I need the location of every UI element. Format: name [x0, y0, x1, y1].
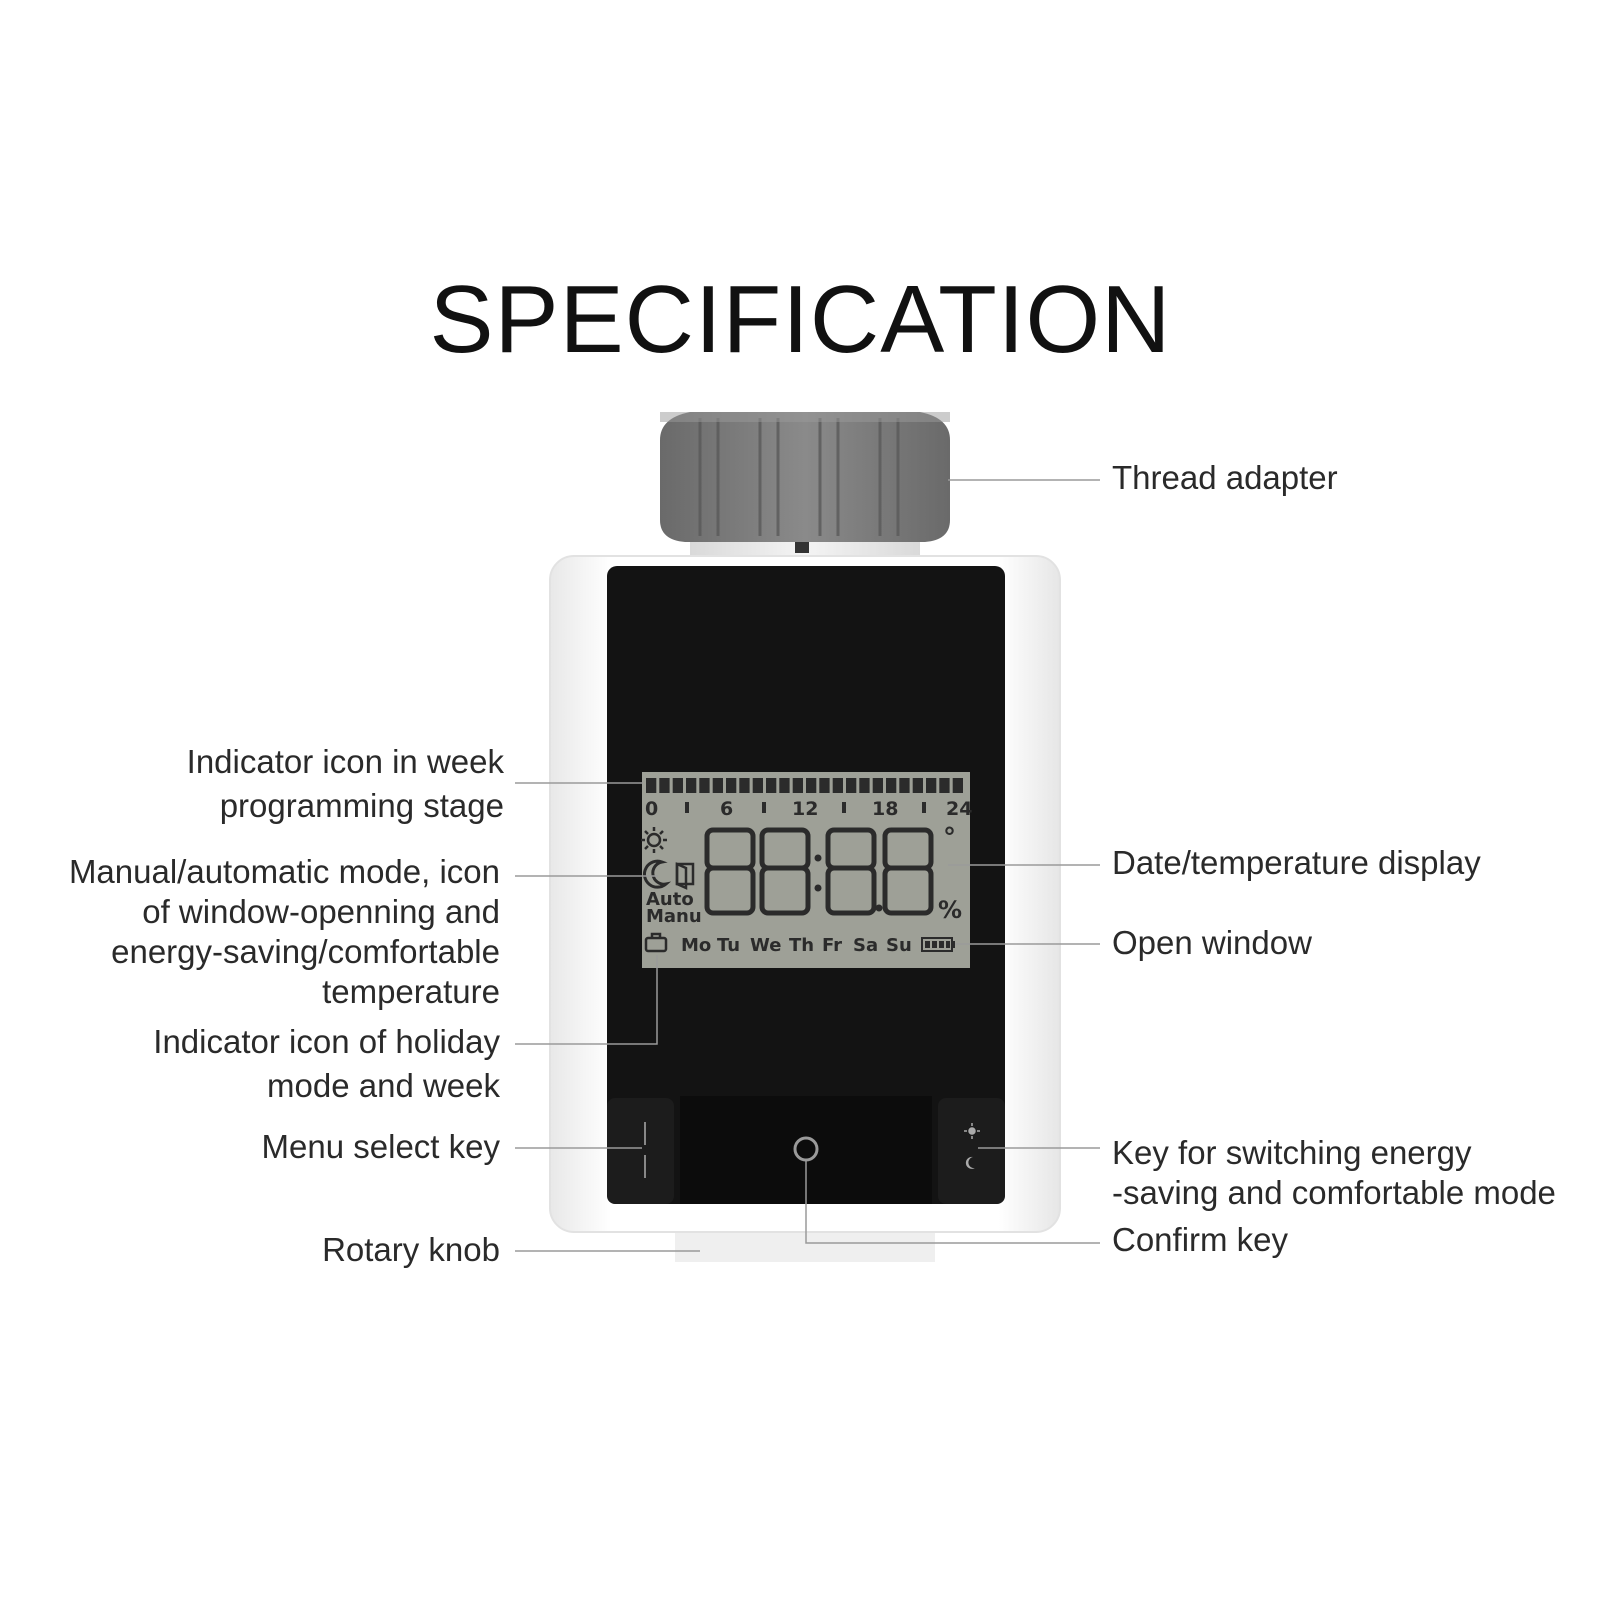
- hour-segment: [686, 778, 697, 793]
- label-open-window: Open window: [1112, 924, 1312, 961]
- sun-icon: [641, 827, 667, 853]
- label-indicator-week: Indicator icon in week programming stage: [186, 743, 504, 824]
- button-row: [607, 1096, 1005, 1204]
- day-fr: Fr: [822, 935, 842, 956]
- day-th: Th: [789, 935, 814, 956]
- hour-label-0: 0: [645, 798, 658, 820]
- label-holiday-mode: Indicator icon of holiday mode and week: [153, 1023, 500, 1104]
- hour-segment: [899, 778, 910, 793]
- big-digits: [704, 827, 934, 916]
- label-thread-adapter: Thread adapter: [1112, 459, 1338, 496]
- hour-segment: [699, 778, 710, 793]
- hour-segment: [846, 778, 857, 793]
- label-manual-auto-mode: Manual/automatic mode, icon of window-op…: [68, 853, 500, 1010]
- energy-comfort-key[interactable]: [938, 1098, 1005, 1204]
- page-title: SPECIFICATION: [429, 266, 1172, 373]
- hour-segment: [832, 778, 843, 793]
- moon-icon: [643, 859, 672, 889]
- day-tu: Tu: [717, 935, 740, 956]
- hour-segment: [926, 778, 937, 793]
- day-we: We: [750, 935, 781, 956]
- hour-segment: [726, 778, 737, 793]
- hour-segment: [659, 778, 670, 793]
- day-sa: Sa: [853, 935, 878, 956]
- hour-segment: [712, 778, 723, 793]
- hour-segment: [912, 778, 923, 793]
- day-su: Su: [886, 935, 912, 956]
- hour-segment: [672, 778, 683, 793]
- hour-segment: [886, 778, 897, 793]
- menu-select-key[interactable]: [607, 1098, 674, 1204]
- label-date-temp-display: Date/temperature display: [1112, 844, 1481, 881]
- hour-segment: [739, 778, 750, 793]
- hour-segment: [806, 778, 817, 793]
- mode-manu-label: Manu: [646, 906, 702, 927]
- hour-segment: [819, 778, 830, 793]
- hour-label-12: 12: [792, 798, 818, 820]
- holiday-suitcase-icon: [644, 932, 668, 953]
- hour-segment: [752, 778, 763, 793]
- percent-symbol: %: [938, 896, 962, 924]
- battery-icon: [921, 937, 955, 952]
- hour-segment: [792, 778, 803, 793]
- sun-small-icon: [964, 1123, 980, 1139]
- hour-segment: [646, 778, 657, 793]
- label-confirm-key: Confirm key: [1112, 1221, 1289, 1258]
- hour-segment: [872, 778, 883, 793]
- day-mo: Mo: [681, 935, 711, 956]
- hour-label-18: 18: [872, 798, 898, 820]
- hour-label-6: 6: [720, 798, 733, 820]
- window-icon: [675, 862, 695, 890]
- moon-small-icon: [965, 1156, 975, 1169]
- hour-segment: [939, 778, 950, 793]
- label-switch-key: Key for switching energy -saving and com…: [1112, 1134, 1556, 1211]
- hour-segment: [952, 778, 963, 793]
- lcd-screen: 0 6 12 18 24 Auto Manu: [641, 772, 972, 968]
- label-menu-select-key: Menu select key: [261, 1128, 500, 1165]
- hour-segment: [766, 778, 777, 793]
- hour-segment: [859, 778, 870, 793]
- mode-auto-label: Auto: [646, 889, 694, 910]
- hour-segment: [779, 778, 790, 793]
- label-rotary-knob: Rotary knob: [322, 1231, 500, 1268]
- thread-adapter: [660, 412, 950, 555]
- hour-bar-segments: [646, 778, 963, 793]
- leader-lines: [515, 479, 1100, 1252]
- hour-label-24: 24: [946, 798, 972, 820]
- degree-symbol: °: [943, 823, 956, 853]
